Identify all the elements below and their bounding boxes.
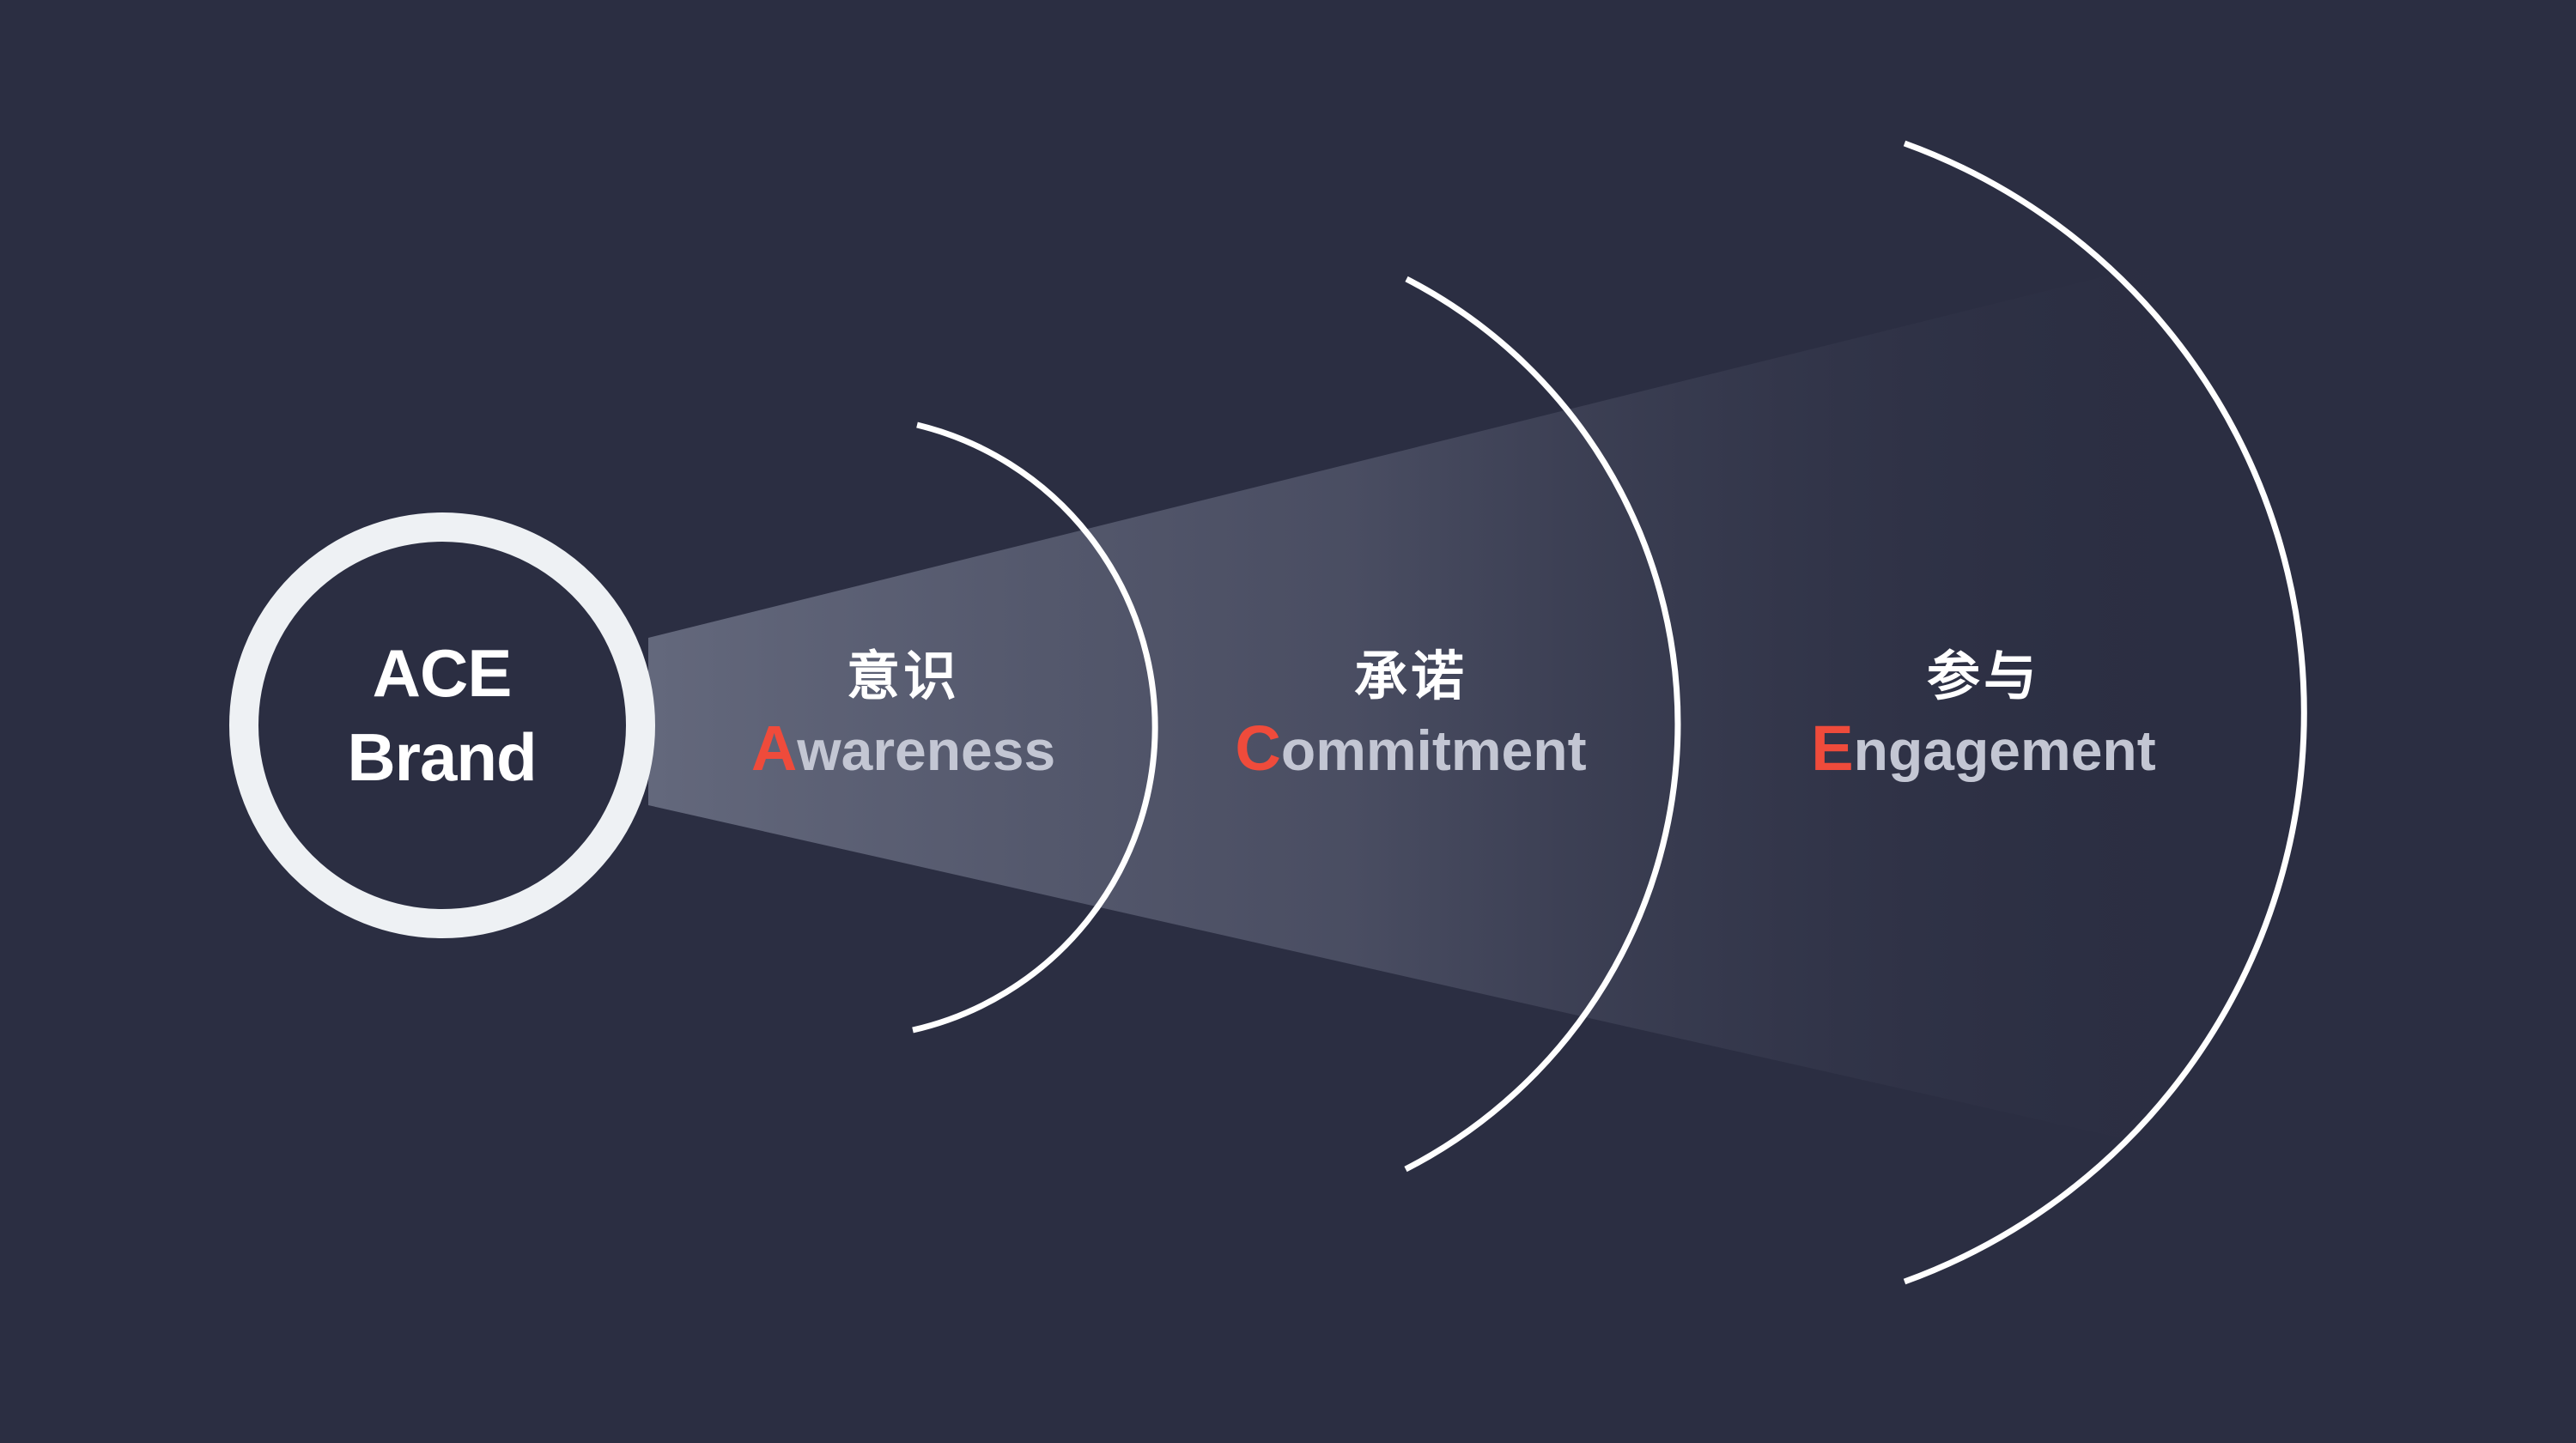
stage-engagement-rest: ngagement	[1853, 718, 2156, 782]
stage-engagement-en: Engagement	[1717, 714, 2250, 785]
stage-engagement: 参与 Engagement	[1717, 642, 2250, 785]
awareness-arc	[912, 421, 1158, 1034]
core-circle	[229, 512, 655, 938]
stage-commitment-rest: ommitment	[1280, 718, 1587, 782]
stage-awareness-zh: 意识	[846, 645, 960, 707]
core-label: ACE Brand	[229, 631, 654, 799]
stage-awareness-initial: A	[750, 712, 798, 784]
core-label-line1: ACE	[372, 635, 513, 711]
stage-engagement-zh: 参与	[1926, 645, 2040, 707]
stage-commitment-en: Commitment	[1145, 714, 1677, 785]
stage-awareness-rest: wareness	[797, 718, 1056, 782]
stage-engagement-initial: E	[1811, 712, 1854, 784]
stage-commitment-initial: C	[1235, 712, 1281, 784]
beam-cone	[648, 240, 2250, 1167]
stage-commitment: 承诺 Commitment	[1145, 642, 1677, 785]
commitment-arc	[1404, 276, 1681, 1173]
stage-awareness-en: Awareness	[637, 714, 1170, 785]
engagement-arc	[1903, 140, 2307, 1285]
core-label-line2: Brand	[347, 719, 537, 795]
stage-awareness: 意识 Awareness	[637, 642, 1170, 785]
stage-commitment-zh: 承诺	[1353, 645, 1467, 707]
